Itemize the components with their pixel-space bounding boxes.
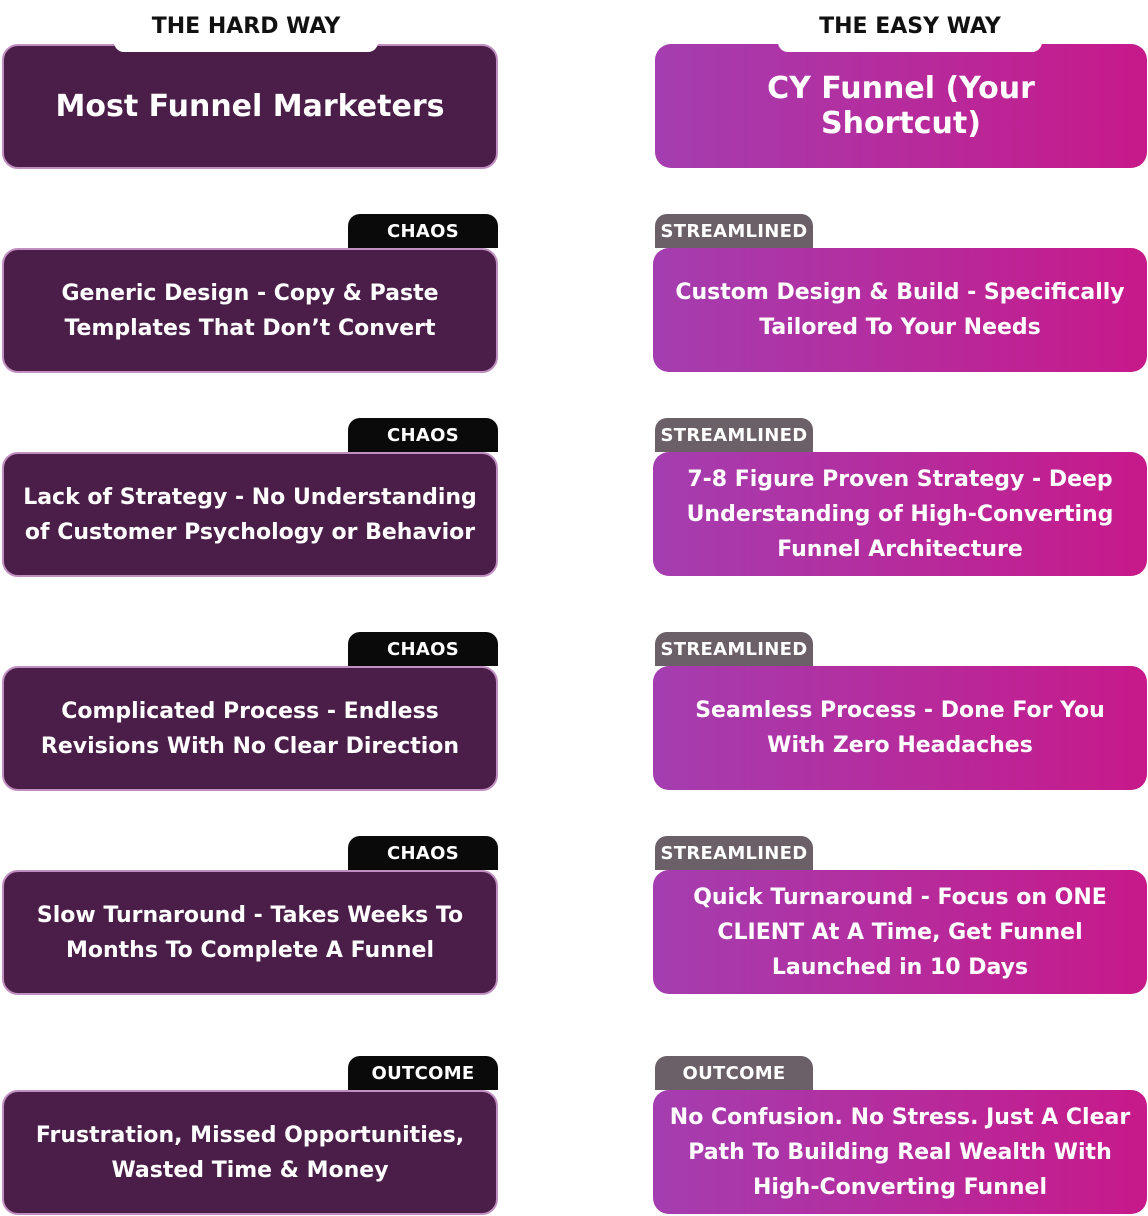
chaos-tag: CHAOS [348,418,498,452]
hard-way-header: THE HARD WAY [114,12,378,52]
easy-way-card-turnaround: Quick Turnaround - Focus on ONE CLIENT A… [653,870,1147,994]
streamlined-tag: STREAMLINED [655,632,813,666]
chaos-tag: CHAOS [348,214,498,248]
easy-way-card-outcome: No Confusion. No Stress. Just A Clear Pa… [653,1090,1147,1214]
easy-way-text: Seamless Process - Done For You With Zer… [695,698,1105,758]
hard-way-text: Generic Design - Copy & Paste Templates … [61,280,439,341]
hard-way-text: Frustration, Missed Opportunities, Waste… [35,1122,465,1183]
hard-way-card-design: Generic Design - Copy & Paste Templates … [2,248,498,373]
easy-way-text: Custom Design & Build - Specifically Tai… [675,280,1125,340]
easy-way-title: CY Funnel (Your Shortcut) [767,71,1035,141]
chaos-tag: CHAOS [348,632,498,666]
easy-way-card-process: Seamless Process - Done For You With Zer… [653,666,1147,790]
outcome-tag: OUTCOME [348,1056,498,1090]
chaos-tag: CHAOS [348,836,498,870]
hard-way-card-strategy: Lack of Strategy - No Understanding of C… [2,452,498,577]
easy-way-header: THE EASY WAY [778,12,1042,52]
streamlined-tag: STREAMLINED [655,214,813,248]
hard-way-text: Lack of Strategy - No Understanding of C… [23,484,477,545]
hard-way-card-process: Complicated Process - Endless Revisions … [2,666,498,791]
hard-way-title-card: Most Funnel Marketers [2,44,498,169]
easy-way-text: No Confusion. No Stress. Just A Clear Pa… [669,1104,1131,1200]
hard-way-text: Slow Turnaround - Takes Weeks To Months … [36,902,464,963]
easy-way-text: 7-8 Figure Proven Strategy - Deep Unders… [686,466,1114,562]
hard-way-title: Most Funnel Marketers [55,89,445,124]
hard-way-card-turnaround: Slow Turnaround - Takes Weeks To Months … [2,870,498,995]
streamlined-tag: STREAMLINED [655,418,813,452]
hard-way-text: Complicated Process - Endless Revisions … [40,698,460,759]
outcome-tag: OUTCOME [655,1056,813,1090]
easy-way-card-strategy: 7-8 Figure Proven Strategy - Deep Unders… [653,452,1147,576]
easy-way-title-card: CY Funnel (Your Shortcut) [655,44,1147,168]
easy-way-text: Quick Turnaround - Focus on ONE CLIENT A… [693,884,1107,980]
streamlined-tag: STREAMLINED [655,836,813,870]
easy-way-card-design: Custom Design & Build - Specifically Tai… [653,248,1147,372]
hard-way-card-outcome: Frustration, Missed Opportunities, Waste… [2,1090,498,1215]
